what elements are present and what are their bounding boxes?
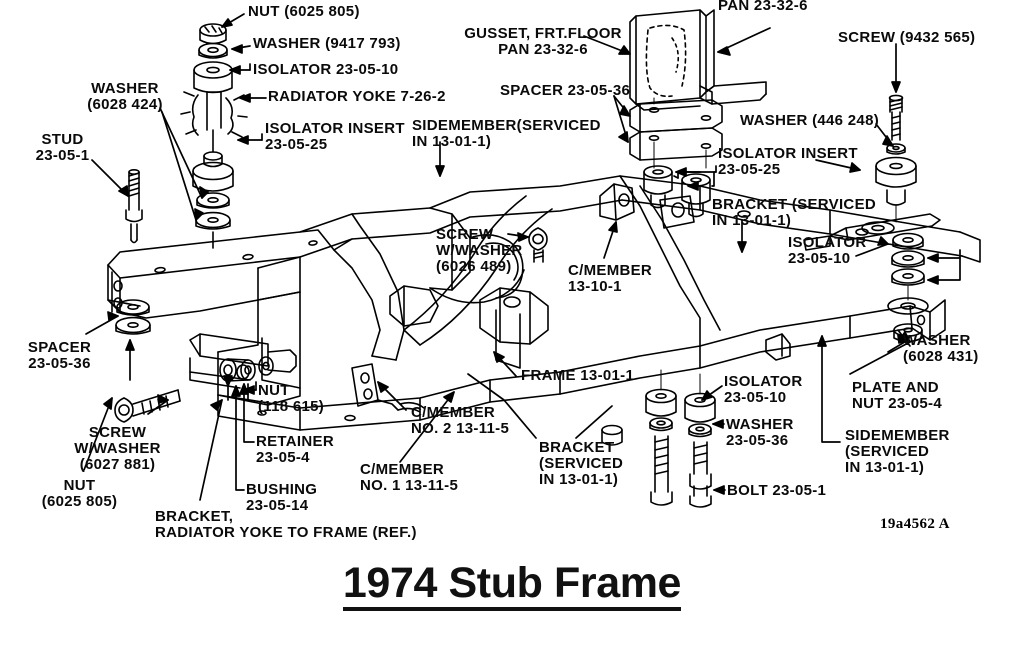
stub-frame-body (107, 175, 981, 431)
right-bracket-bar (803, 213, 941, 251)
callout-nut-118-615: NUT (118 615) (258, 382, 325, 416)
callout-isolator-23-05-10-top: ISOLATOR 23-05-10 (253, 61, 399, 78)
callout-screw-9432-565: SCREW (9432 565) (838, 29, 976, 46)
radiator-yoke-mount-stack (180, 23, 248, 249)
callout-washer-6028-431: WASHER (6028 431) (903, 332, 979, 366)
drawing-number: 19a4562 A (880, 516, 950, 532)
callout-bushing-23-05-14: BUSHING 23-05-14 (246, 481, 318, 515)
callout-c-member-no1-13-11-5: C/MEMBER NO. 1 13-11-5 (360, 461, 459, 495)
callout-sidemember-serviced-top: SIDEMEMBER(SERVICED IN 13-01-1) (412, 117, 601, 151)
bolt-assembly-left (645, 388, 677, 506)
callout-frame-13-01-1: FRAME 13-01-1 (521, 367, 635, 384)
callout-screw-w-washer-6027-881: SCREW W/WASHER (6027 881) (74, 424, 161, 474)
stud-23-05-1-part (125, 169, 143, 244)
callout-radiator-yoke-7-26-2: RADIATOR YOKE 7-26-2 (268, 88, 446, 105)
callout-isolator-insert-23-05-25-left: ISOLATOR INSERT 23-05-25 (265, 120, 405, 154)
callout-gusset-frt-floor-pan-top: PAN 23-32-6 (718, 0, 808, 14)
callout-washer-6028-424: WASHER (6028 424) (87, 80, 163, 114)
spacer-23-05-36-plates (629, 91, 723, 169)
callout-c-member-13-10-1: C/MEMBER 13-10-1 (568, 262, 653, 296)
callout-stud-23-05-1: STUD 23-05-1 (35, 131, 90, 165)
callout-isolator-23-05-10-bottom: ISOLATOR 23-05-10 (724, 373, 803, 407)
callout-isolator-23-05-10-right: ISOLATOR 23-05-10 (788, 234, 867, 268)
callout-isolator-insert-23-05-25-right: ISOLATOR INSERT 23-05-25 (718, 145, 858, 179)
callout-sidemember-serviced-bottom: SIDEMEMBER (SERVICED IN 13-01-1) (845, 427, 950, 477)
bolt-assembly-right (684, 392, 716, 508)
screw-w-washer-6026-489-part (528, 227, 548, 263)
callout-washer-446-248: WASHER (446 248) (740, 112, 880, 129)
lower-left-isolator (601, 424, 623, 446)
right-isolator-stack (887, 232, 929, 343)
callout-c-member-no2-13-11-5: C/MEMBER NO. 2 13-11-5 (411, 404, 510, 438)
title-block: 1974 Stub Frame (0, 560, 1024, 612)
callout-bracket-serviced-13-01-1-right: BRACKET (SERVICED IN 13-01-1) (712, 196, 877, 230)
gusset-frt-floor-pan-part (629, 9, 767, 111)
callout-spacer-23-05-36-top: SPACER 23-05-36 (500, 82, 631, 99)
callout-washer-9417-793: WASHER (9417 793) (253, 35, 401, 52)
callout-bracket-serviced-13-01-1-center: BRACKET (SERVICED IN 13-01-1) (539, 439, 624, 489)
callout-screw-w-washer-6026-489: SCREW W/WASHER (6026 489) (436, 226, 523, 276)
callout-gusset-frt-floor-pan: GUSSET, FRT.FLOOR PAN 23-32-6 (464, 25, 622, 59)
callout-nut-6025-805-top: NUT (6025 805) (248, 3, 360, 20)
spacer-23-05-36-parts (115, 299, 151, 335)
callout-nut-6025-805-bottom: NUT (6025 805) (41, 477, 118, 511)
leader-lines (83, 13, 961, 501)
page-title: 1974 Stub Frame (342, 560, 681, 612)
callout-washer-23-05-36: WASHER 23-05-36 (726, 416, 794, 450)
callout-retainer-23-05-4: RETAINER 23-05-4 (256, 433, 334, 467)
callout-bolt-23-05-1: BOLT 23-05-1 (727, 482, 827, 499)
screw-w-washer-6027-881-part (114, 389, 181, 423)
callout-plate-and-nut-23-05-4: PLATE AND NUT 23-05-4 (852, 379, 942, 413)
callout-spacer-23-05-36-left: SPACER 23-05-36 (27, 339, 92, 373)
callout-bracket-radiator-yoke-to-frame: BRACKET, RADIATOR YOKE TO FRAME (REF.) (155, 508, 417, 542)
screw-9432-565-assembly (875, 94, 917, 223)
